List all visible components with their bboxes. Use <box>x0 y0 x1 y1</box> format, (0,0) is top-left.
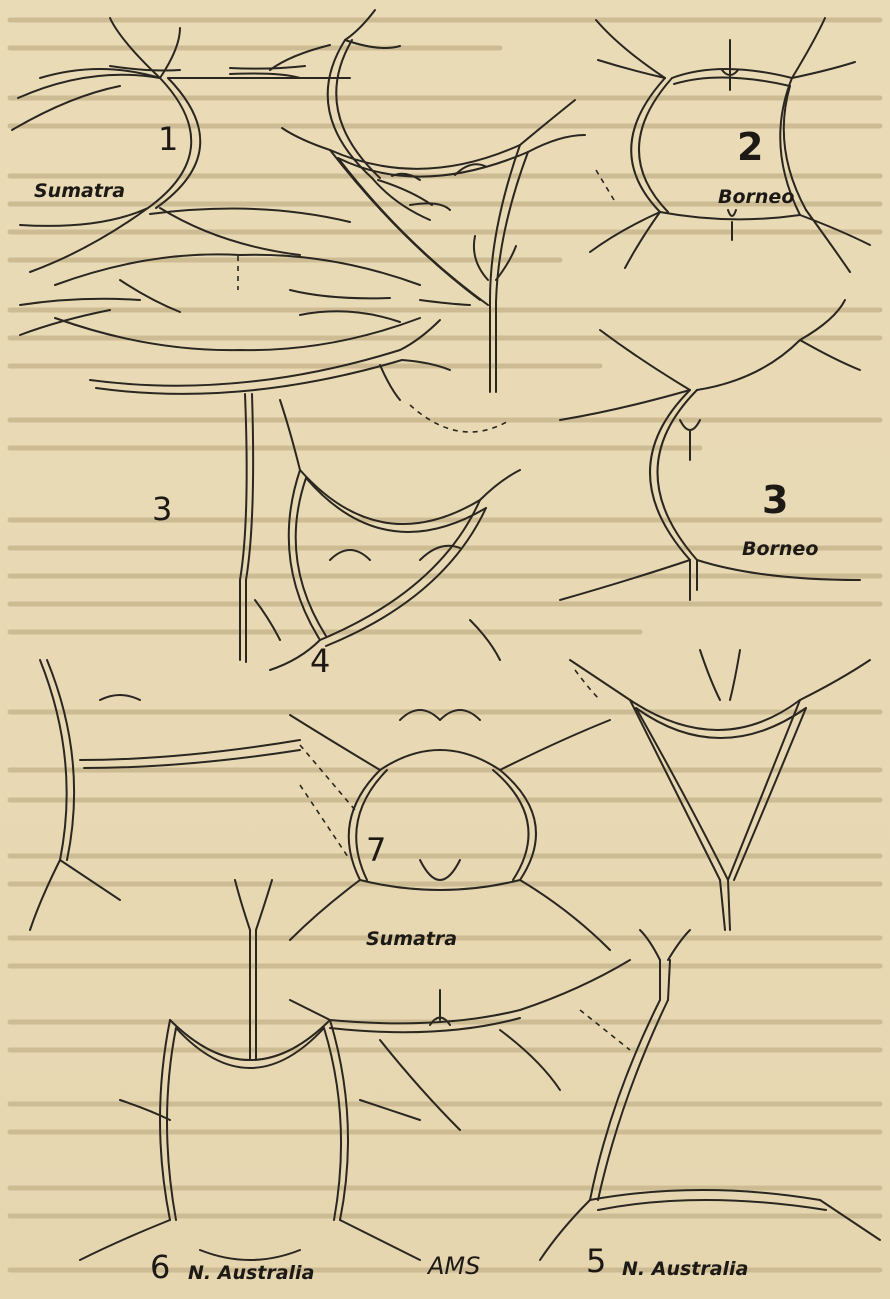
spicule-center-bottom <box>290 960 630 1130</box>
spicule-fig7 <box>290 710 610 950</box>
fig3b-number: 3 <box>762 478 788 522</box>
artist-credit: AMS <box>428 1252 480 1280</box>
fig3-number: 3 <box>152 490 172 528</box>
fig4-number: 4 <box>310 642 330 680</box>
fig7-locality: Sumatra <box>366 928 457 950</box>
fig2-locality: Borneo <box>718 186 794 208</box>
spicule-fig1-upper <box>12 10 432 272</box>
spicule-fig4 <box>255 400 520 670</box>
spicule-fig3-left <box>90 320 450 662</box>
fig6-number: 6 <box>150 1248 170 1286</box>
fig6-locality: N. Australia <box>188 1262 314 1284</box>
spicule-fig2 <box>590 18 870 272</box>
fig1-locality: Sumatra <box>34 180 125 202</box>
fig7-number: 7 <box>366 831 386 869</box>
fig5-number: 5 <box>586 1242 606 1280</box>
spicule-fig5 <box>540 930 880 1260</box>
spicule-central-triangle <box>282 100 585 392</box>
spicule-right-triangle <box>570 650 870 930</box>
fig1-number: 1 <box>158 120 178 158</box>
spicule-fig1-lower <box>20 254 470 350</box>
fig5-locality: N. Australia <box>622 1258 748 1280</box>
fig3b-locality: Borneo <box>742 538 818 560</box>
fig2-number: 2 <box>737 125 763 169</box>
spicule-left-mid <box>30 660 300 930</box>
